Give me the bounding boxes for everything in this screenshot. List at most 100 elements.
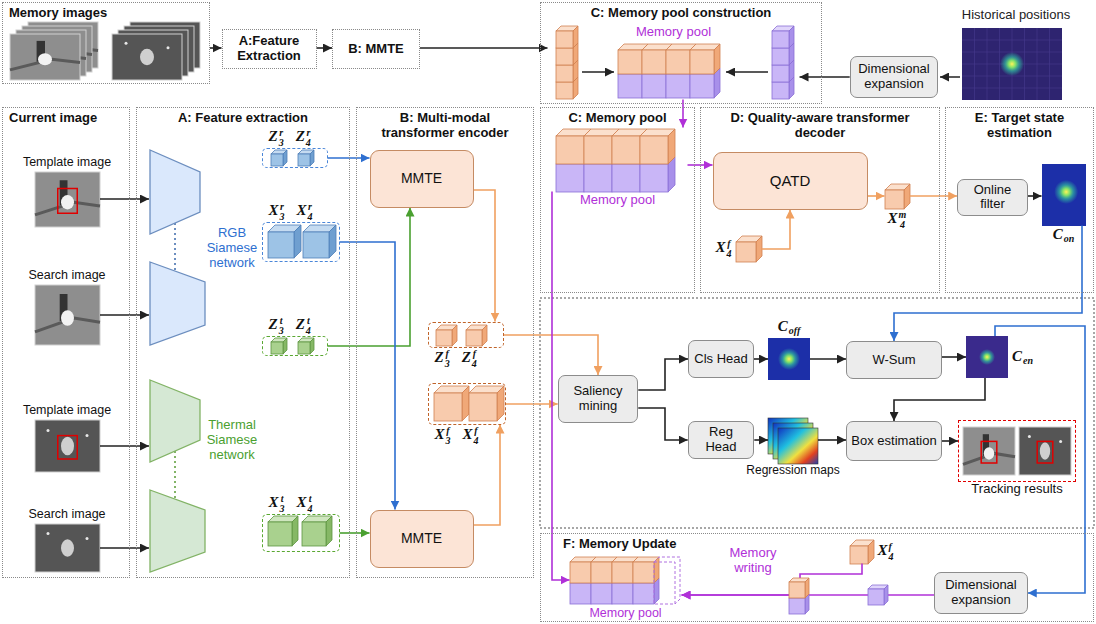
process-box: Cls Head — [688, 340, 754, 378]
memory-pool: Memory pool — [548, 128, 688, 192]
connector — [638, 408, 687, 440]
math-symbol-part: 4 — [308, 212, 313, 222]
feature-group: Z3rZ4r — [262, 148, 328, 168]
siamese-network — [150, 150, 205, 572]
position-heatmap-part — [962, 28, 1062, 100]
label-group: X3fX4f — [429, 426, 479, 446]
label-group: Regression maps — [746, 464, 839, 478]
siamese-network-part — [150, 380, 200, 462]
memory-images-part — [112, 34, 182, 80]
math-symbol-part: C — [1012, 348, 1022, 364]
memory-pool-part — [640, 136, 668, 164]
regression-map — [768, 418, 818, 464]
transformer-box: QATD — [713, 152, 868, 210]
math-symbol-part: 4f — [474, 426, 479, 446]
memory-pool-part — [591, 583, 612, 604]
position-heatmap-part — [1000, 52, 1024, 76]
math-symbol-part: 3t — [279, 316, 284, 336]
memory-pool-part — [640, 164, 668, 192]
input-images-part — [100, 547, 149, 549]
math-symbol-part: 3t — [280, 494, 285, 514]
memory-images-part — [940, 76, 960, 78]
math-symbol-part: f — [889, 542, 894, 552]
feature-cube-part — [268, 522, 292, 546]
heatmap-part — [966, 336, 1008, 378]
math-symbol-part: 4r — [308, 202, 313, 222]
node-label: MMTE — [401, 170, 442, 186]
math-symbol-part: 3r — [280, 202, 285, 222]
feature-cube-part — [268, 232, 294, 258]
panel-heading: Memory pool — [636, 25, 711, 40]
math-symbol-part: 4m — [899, 210, 907, 230]
tracking-image-part — [981, 441, 997, 463]
feature-cube-part — [326, 516, 332, 546]
feature-group: Z3fZ4f — [428, 322, 504, 348]
math-symbol-part: Z — [435, 349, 444, 365]
image: Template image — [35, 420, 100, 472]
tracking-image-part — [1028, 435, 1031, 438]
node-label: Search image — [28, 507, 105, 521]
connector — [995, 326, 1085, 593]
math-symbol-part: X — [297, 494, 307, 510]
memory-write-cube-part — [868, 589, 884, 605]
node-label: Reg Head — [693, 425, 750, 455]
math-symbol-part: 4 — [308, 504, 313, 514]
node-label: QATD — [770, 172, 811, 189]
math-symbol-part: C — [778, 318, 788, 334]
memory-pool-construction-part — [642, 74, 666, 98]
process-box: Saliency mining — [558, 375, 639, 423]
feature-cube: X4f — [736, 236, 762, 262]
input-images-part — [35, 285, 100, 345]
memory-pool-part — [584, 136, 612, 164]
regression-map-part — [778, 428, 818, 464]
math-symbol-part: 3r — [279, 128, 284, 148]
math-symbol: X3f — [435, 426, 451, 446]
node-label: B: MMTE — [348, 42, 404, 57]
math-symbol: Z4t — [296, 316, 311, 336]
node-label: Memory pool — [589, 606, 661, 620]
heatmap: Cen — [966, 336, 1008, 378]
node-label: A:Feature Extraction — [227, 34, 312, 64]
feature-cube-part — [462, 386, 469, 421]
process-box: W-Sum — [846, 341, 942, 379]
math-symbol-part: f — [445, 349, 450, 359]
memory-pool-part — [570, 562, 591, 583]
feature-cube-part — [303, 232, 329, 258]
memory-pool-part — [612, 164, 640, 192]
feature-cube: X4m — [885, 184, 910, 209]
math-symbol: X4m — [888, 210, 907, 230]
node-label: Online filter — [962, 183, 1023, 213]
math-symbol-part: Z — [269, 128, 278, 144]
feature-group: Z3tZ4t — [262, 336, 328, 356]
label-group: Cen — [1012, 349, 1033, 366]
stage-panel: Template imageSearch image Template image… — [2, 107, 130, 578]
math-symbol-part: r — [279, 128, 284, 138]
tracking-image-part — [984, 447, 994, 459]
label-group: Z3fZ4f — [429, 349, 477, 369]
label-group: Memory pool — [589, 606, 661, 620]
connector — [420, 47, 548, 49]
memory-pool-construction-part — [556, 65, 573, 82]
label-group: Template image — [23, 155, 111, 169]
memory-pool-part — [612, 136, 640, 164]
node-label: Cls Head — [694, 352, 747, 367]
math-symbol-part: X — [269, 494, 279, 510]
feature-cube-part — [271, 154, 283, 166]
siamese-network-part — [150, 150, 200, 234]
connector — [894, 226, 1082, 342]
math-symbol-part: 4t — [306, 316, 311, 336]
heatmap-part — [768, 338, 810, 380]
process-box: Online filter — [957, 179, 1028, 215]
input-images-part — [47, 532, 50, 535]
connector — [754, 439, 768, 441]
stage-panel: MMTEMMTEZ3fZ4fX3fX4fB: Multi-modal trans… — [356, 107, 534, 578]
math-symbol: X3r — [269, 202, 285, 222]
math-symbol-part: t — [279, 316, 284, 326]
memory-write-cube-part — [805, 578, 809, 598]
connector — [474, 190, 496, 322]
siamese-network-part — [174, 223, 176, 271]
panel-heading: E: Target state estimation — [952, 111, 1087, 141]
feature-cube-part — [756, 236, 762, 262]
memory-pool-part — [654, 562, 675, 604]
